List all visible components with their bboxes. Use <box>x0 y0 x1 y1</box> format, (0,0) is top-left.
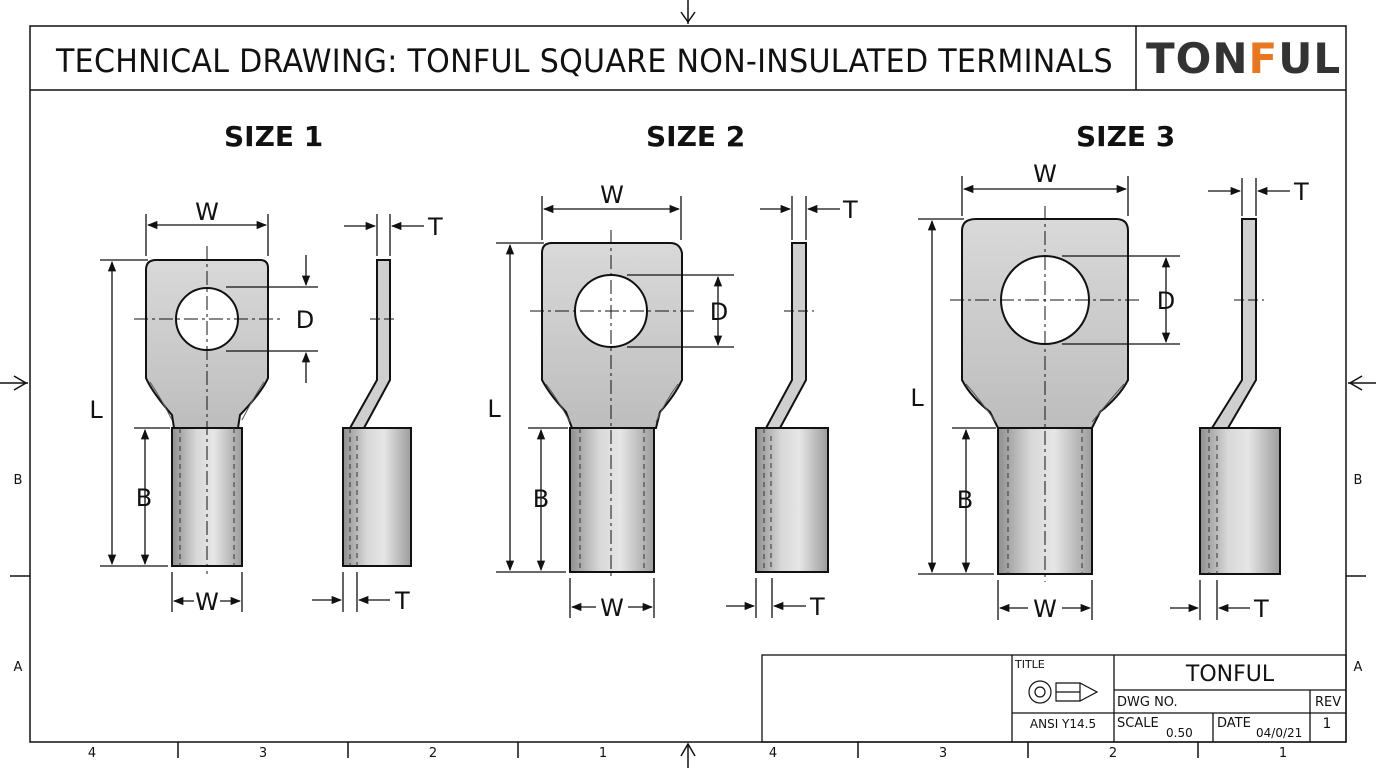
zone-label: 3 <box>939 746 947 761</box>
zone-label: 2 <box>429 746 437 761</box>
dim-label-t: T <box>1253 595 1269 623</box>
dwg-no-label: DWG NO. <box>1117 695 1178 710</box>
zone-label: 1 <box>599 746 607 761</box>
date-value: 04/0/21 <box>1256 726 1302 740</box>
scale-value: 0.50 <box>1166 726 1193 740</box>
dim-label-l: L <box>89 396 103 424</box>
logo-text: UL <box>1278 34 1342 83</box>
size3-side-labels: T T <box>1253 178 1309 623</box>
size3-front-view <box>950 206 1142 582</box>
size3-side-dimensions <box>1170 178 1290 620</box>
size1-front-view <box>134 246 282 574</box>
dim-label-t: T <box>809 593 825 621</box>
dim-label-t: T <box>427 213 443 241</box>
zone-label: 4 <box>769 746 777 761</box>
zone-ticks <box>177 742 1199 758</box>
size2-side-labels: T T <box>809 196 858 621</box>
logo-text: TON <box>1146 34 1249 83</box>
rev-label: REV <box>1315 695 1341 710</box>
size3-front-labels: W D L B W <box>910 160 1175 623</box>
zone-label: 3 <box>259 746 267 761</box>
title-block-text: TITLE TONFUL DWG NO. REV 1 ANSI Y14.5 SC… <box>1014 658 1341 740</box>
zone-label: B <box>14 473 23 488</box>
company-name: TONFUL <box>1185 662 1275 687</box>
zone-label: 1 <box>1279 746 1287 761</box>
drawing-standard: ANSI Y14.5 <box>1030 717 1096 731</box>
dim-label-d: D <box>296 306 314 334</box>
size1-side-labels: T T <box>394 213 443 615</box>
projection-symbol <box>1028 680 1099 704</box>
size2-front-view <box>530 230 698 580</box>
size-3-title: SIZE 3 <box>1076 120 1176 153</box>
zone-labels-side: B A B A <box>14 473 1363 675</box>
zone-label: A <box>1354 660 1363 675</box>
dim-label-w: W <box>195 588 219 616</box>
zone-label: 4 <box>88 746 96 761</box>
dim-label-t: T <box>394 587 410 615</box>
dim-label-l: L <box>910 384 924 412</box>
dim-label-w: W <box>600 594 624 622</box>
size2-side-dimensions <box>726 196 840 618</box>
size2-front-dimensions <box>496 196 734 618</box>
size-1-title: SIZE 1 <box>224 120 324 153</box>
size1-front-labels: W D L B W <box>89 198 314 616</box>
dim-label-t: T <box>842 196 858 224</box>
size3-side-view <box>1199 218 1281 575</box>
brand-logo: TONFUL <box>1146 34 1341 83</box>
size1-side-view <box>342 259 412 567</box>
logo-accent-letter: F <box>1248 34 1279 83</box>
zone-label: B <box>1354 473 1363 488</box>
date-label: DATE <box>1217 716 1251 731</box>
sheet-border <box>29 25 1347 743</box>
rev-value: 1 <box>1323 716 1332 732</box>
zone-labels-bottom: 4 3 2 1 4 3 2 1 <box>88 746 1287 761</box>
dim-label-t: T <box>1293 178 1309 206</box>
dim-label-w: W <box>1033 160 1057 188</box>
zone-label: A <box>14 660 23 675</box>
dim-label-b: B <box>533 485 549 513</box>
size2-side-view <box>755 242 829 573</box>
title-block <box>761 654 1347 743</box>
dim-label-d: D <box>710 298 728 326</box>
dim-label-w: W <box>1033 595 1057 623</box>
dim-label-b: B <box>136 484 152 512</box>
size3-front-dimensions <box>918 176 1180 620</box>
size2-front-labels: W D L B W <box>487 181 728 622</box>
dim-label-d: D <box>1157 287 1175 315</box>
zone-label: 2 <box>1109 746 1117 761</box>
size-2-title: SIZE 2 <box>646 120 746 153</box>
dim-label-b: B <box>957 486 973 514</box>
size1-front-dimensions <box>100 214 318 612</box>
dim-label-w: W <box>600 181 624 209</box>
title-label: TITLE <box>1014 658 1045 671</box>
page-title: TECHNICAL DRAWING: TONFUL SQUARE NON-INS… <box>56 42 1113 80</box>
dim-label-l: L <box>487 395 501 423</box>
dim-label-w: W <box>195 198 219 226</box>
size1-side-dimensions <box>312 214 424 612</box>
scale-label: SCALE <box>1117 716 1159 731</box>
